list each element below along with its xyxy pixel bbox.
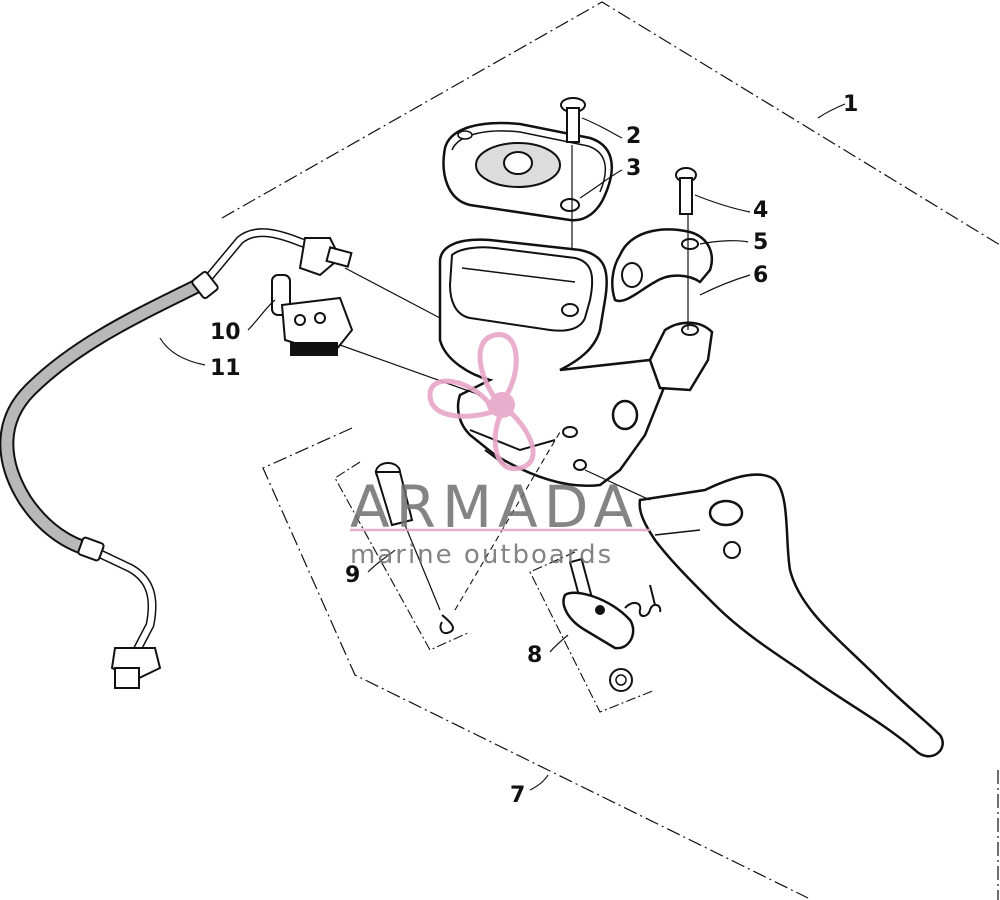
brake-lever: [638, 473, 944, 758]
banjo-fitting-lower: [110, 647, 162, 689]
callout-6: 6: [753, 263, 769, 288]
callout-3: 3: [626, 156, 642, 181]
brake-line-upper-core: [202, 229, 321, 285]
hose-ferrule-upper: [191, 271, 219, 299]
e-clip-leader: [454, 431, 561, 611]
pivot-pin: [374, 462, 441, 611]
switch-leader: [339, 344, 481, 396]
callout-11: 11: [210, 356, 241, 381]
callout-9: 9: [345, 563, 361, 588]
banjo-fitting-upper: [298, 237, 353, 277]
watermark-propeller-icon: [350, 332, 650, 532]
watermark-brand: ARMADA: [350, 473, 640, 541]
group-boundary-8: [529, 551, 656, 713]
hose-ferrule-lower: [77, 536, 105, 562]
callout-4: 4: [753, 198, 769, 223]
hose-leader: [344, 267, 441, 319]
e-clip: [439, 614, 454, 634]
lever-leader: [584, 469, 651, 501]
clamp-screw: [675, 167, 697, 215]
callout-8: 8: [527, 643, 543, 668]
callout-2: 2: [626, 124, 642, 149]
watermark-tagline: marine outboards: [350, 540, 614, 570]
callout-1: 1: [843, 92, 859, 117]
assembly-boundary-1: [221, 1, 1000, 246]
callout-leaders: [159, 103, 846, 791]
callout-5: 5: [753, 230, 769, 255]
brake-light-switch: [271, 274, 354, 357]
cap-screw: [560, 97, 586, 143]
return-spring: [624, 584, 662, 617]
lever-adjuster: [562, 557, 635, 692]
callout-7: 7: [510, 783, 526, 808]
assembly-boundary-7: [262, 427, 809, 899]
reservoir-cap: [442, 121, 614, 222]
brake-hose-core: [1, 276, 211, 556]
callout-10: 10: [210, 320, 241, 345]
group-boundary-9: [334, 461, 471, 651]
brake-line-lower-core: [89, 547, 156, 651]
